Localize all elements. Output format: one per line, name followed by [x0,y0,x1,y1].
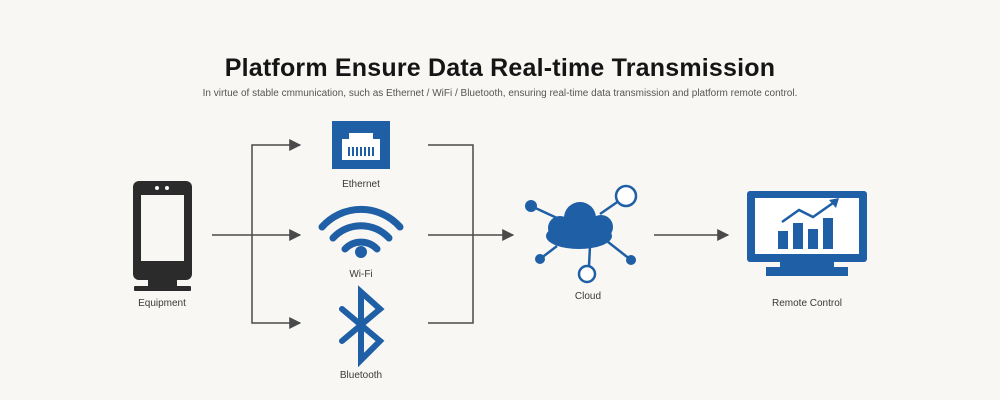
ethernet-node: Ethernet [332,121,390,190]
equipment-label: Equipment [138,298,186,309]
page-subtitle: In virtue of stable cmmunication, such a… [202,88,798,99]
page-title: Platform Ensure Data Real-time Transmiss… [224,54,776,82]
kiosk-terminal-icon [133,181,192,291]
wifi-node: Wi-Fi [318,205,404,280]
bluetooth-icon [339,285,385,368]
remote-control-label: Remote Control [772,298,842,309]
wifi-icon [318,205,404,258]
ethernet-port-icon [332,121,390,169]
cloud-network-icon [525,184,638,284]
bluetooth-node: Bluetooth [339,285,385,381]
monitor-chart-icon [747,191,867,276]
connector-lines [212,139,730,329]
equipment-node: Equipment [133,181,192,309]
wifi-label: Wi-Fi [349,269,372,280]
ethernet-label: Ethernet [342,179,380,190]
bluetooth-label: Bluetooth [340,370,382,381]
remote-control-node: Remote Control [747,191,867,309]
merge-from-ethernet [428,144,474,235]
branch-to-ethernet [251,139,302,235]
merge-from-bluetooth [428,235,474,324]
cloud-node: Cloud [525,184,638,302]
branch-to-bluetooth [251,235,302,329]
cloud-label: Cloud [575,291,601,302]
